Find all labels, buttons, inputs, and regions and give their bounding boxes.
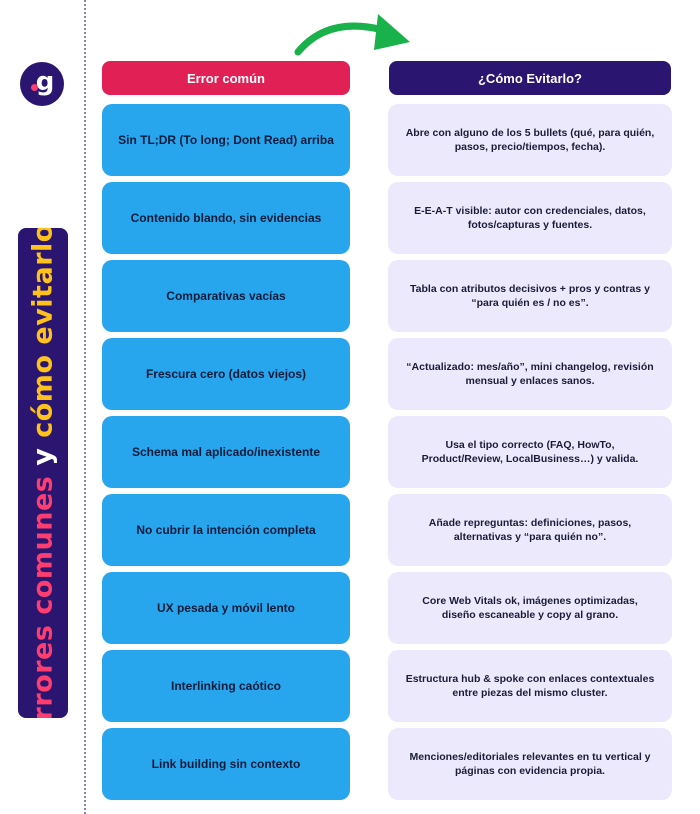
fix-cell: Usa el tipo correcto (FAQ, HowTo, Produc… [388, 416, 672, 488]
side-title-part2: y [27, 437, 59, 466]
error-cell: No cubrir la intención completa [102, 494, 350, 566]
fix-cell: Abre con alguno de los 5 bullets (qué, p… [388, 104, 672, 176]
table-row: Contenido blando, sin evidencias E-E-A-T … [102, 182, 672, 254]
side-title-part1: Errores comunes [27, 465, 59, 718]
header-error: Error común [102, 61, 350, 95]
table-row: No cubrir la intención completa Añade rep… [102, 494, 672, 566]
table-row: Interlinking caótico Estructura hub & spo… [102, 650, 672, 722]
table-row: Comparativas vacías Tabla con atributos d… [102, 260, 672, 332]
error-cell: Comparativas vacías [102, 260, 350, 332]
fix-cell: Menciones/editoriales relevantes en tu v… [388, 728, 672, 800]
side-title: Errores comunes y cómo evitarlos [28, 228, 59, 718]
error-cell: Interlinking caótico [102, 650, 350, 722]
comparison-table: Sin TL;DR (To long; Dont Read) arriba Abr… [102, 104, 672, 806]
error-cell: Schema mal aplicado/inexistente [102, 416, 350, 488]
error-cell: Sin TL;DR (To long; Dont Read) arriba [102, 104, 350, 176]
error-cell: Frescura cero (datos viejos) [102, 338, 350, 410]
fix-cell: Tabla con atributos decisivos + pros y c… [388, 260, 672, 332]
table-row: Link building sin contexto Menciones/edit… [102, 728, 672, 800]
error-cell: UX pesada y móvil lento [102, 572, 350, 644]
logo: g [20, 62, 64, 106]
curved-arrow-icon [294, 14, 410, 56]
table-row: Frescura cero (datos viejos) “Actualizado… [102, 338, 672, 410]
logo-dot [31, 84, 38, 91]
side-title-banner: Errores comunes y cómo evitarlos [18, 228, 68, 718]
table-row: Sin TL;DR (To long; Dont Read) arriba Abr… [102, 104, 672, 176]
dotted-divider [84, 0, 86, 814]
fix-cell: “Actualizado: mes/año”, mini changelog, … [388, 338, 672, 410]
fix-cell: Estructura hub & spoke con enlaces conte… [388, 650, 672, 722]
table-row: Schema mal aplicado/inexistente Usa el ti… [102, 416, 672, 488]
fix-cell: Core Web Vitals ok, imágenes optimizadas… [388, 572, 672, 644]
fix-cell: Añade repreguntas: definiciones, pasos, … [388, 494, 672, 566]
table-row: UX pesada y móvil lento Core Web Vitals o… [102, 572, 672, 644]
logo-letter: g [35, 67, 55, 97]
side-title-part3: cómo evitarlos [27, 228, 59, 438]
header-fix: ¿Cómo Evitarlo? [389, 61, 671, 95]
fix-cell: E-E-A-T visible: autor con credenciales,… [388, 182, 672, 254]
error-cell: Contenido blando, sin evidencias [102, 182, 350, 254]
error-cell: Link building sin contexto [102, 728, 350, 800]
